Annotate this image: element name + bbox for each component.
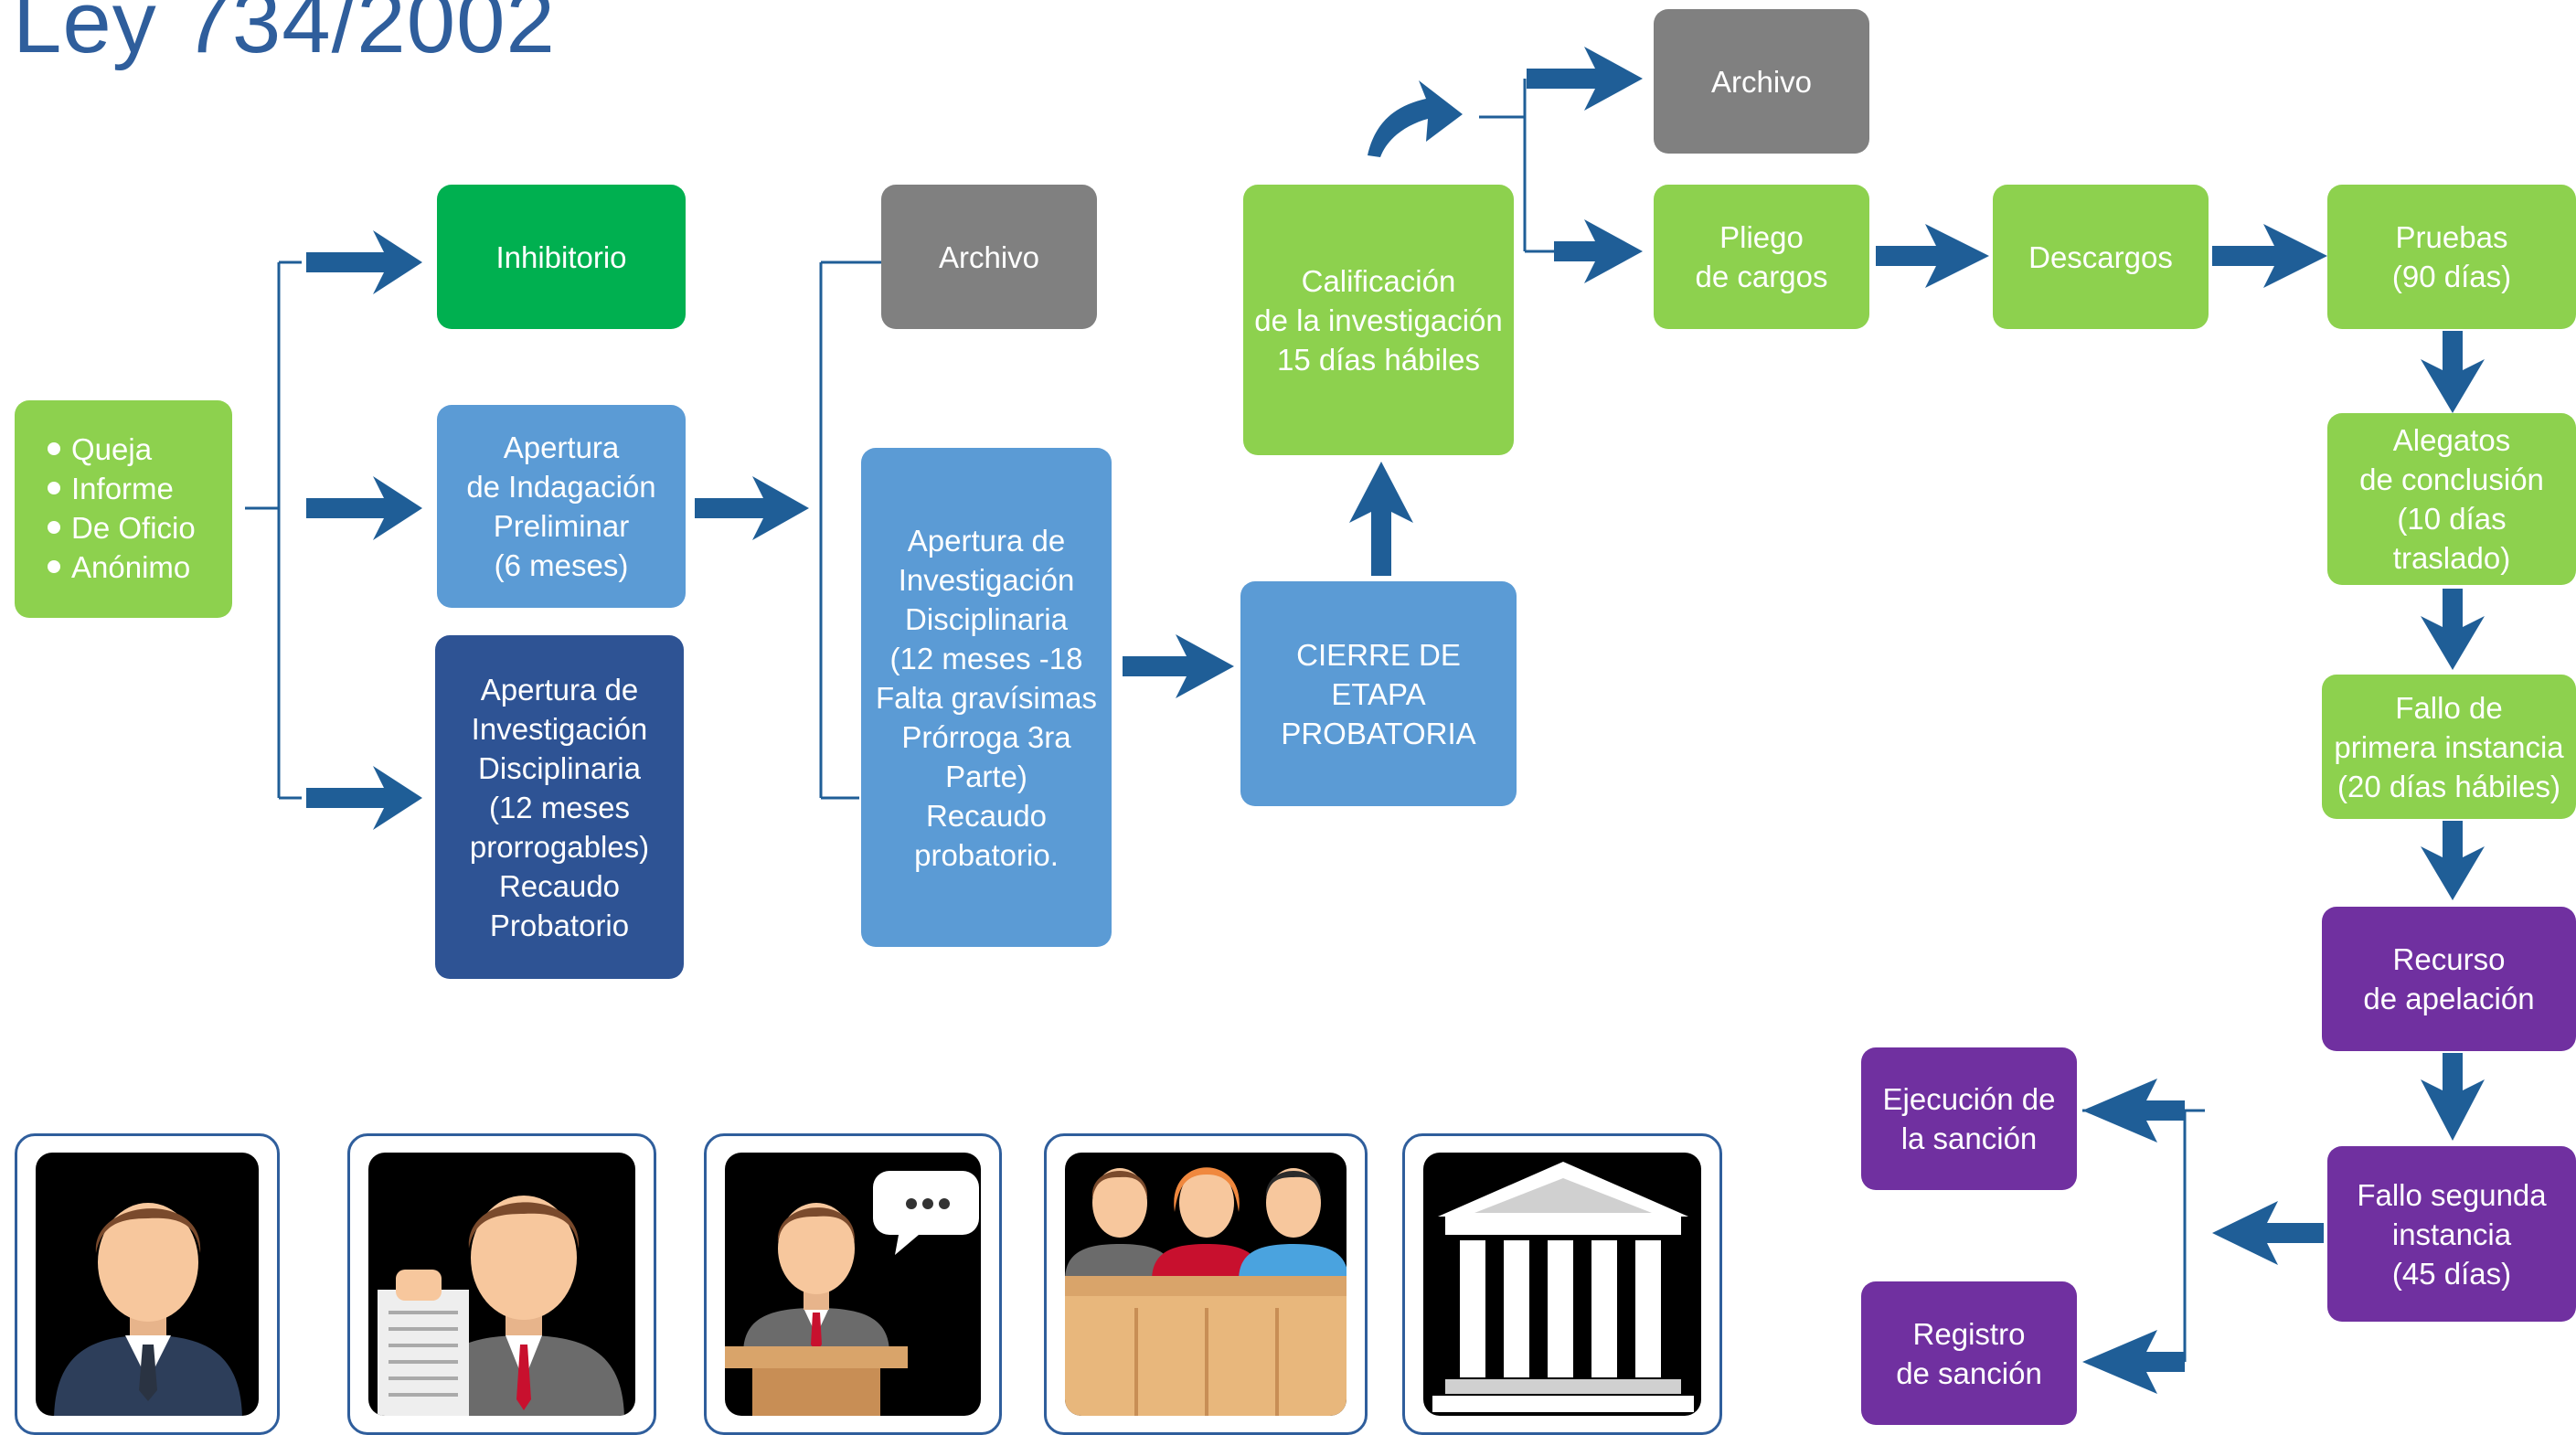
arrow-to-calificacion [1349, 462, 1413, 576]
node-indagacion: Apertura de Indagación Preliminar (6 mes… [437, 405, 686, 608]
node-archivo-2: Archivo [1654, 9, 1869, 154]
curved-arrow [1368, 80, 1463, 157]
jury-icon [1065, 1167, 1347, 1416]
node-investigacion-1: Apertura de Investigación Disciplinaria … [435, 635, 684, 979]
arrow-to-recurso [2421, 821, 2485, 900]
person-document-icon-frame [347, 1133, 656, 1435]
arrow-to-cierre [1123, 634, 1234, 698]
node-alegatos: Alegatos de conclusión (10 días traslado… [2327, 413, 2576, 585]
arrow-to-investigacion-1 [306, 766, 422, 830]
jury-icon-frame [1044, 1133, 1368, 1435]
arrow-to-fallo-primera [2421, 589, 2485, 670]
node-descargos: Descargos [1993, 185, 2209, 329]
node-pruebas: Pruebas (90 días) [2327, 185, 2576, 329]
person-document-icon [378, 1196, 624, 1416]
arrow-to-fallo-segunda [2421, 1053, 2485, 1141]
node-investigacion-2: Apertura de Investigación Disciplinaria … [861, 448, 1112, 947]
arrow-to-archivo-2 [1527, 47, 1643, 111]
arrow-to-descargos [1876, 224, 1989, 288]
courthouse-icon-frame [1402, 1133, 1722, 1435]
courthouse-icon [1432, 1162, 1694, 1412]
source-item: De Oficio [48, 508, 232, 547]
node-cierre: CIERRE DE ETAPA PROBATORIA [1240, 581, 1517, 806]
page-title: Ley 734/2002 [13, 0, 556, 71]
person-icon [54, 1203, 242, 1416]
node-fallo-primera: Fallo de primera instancia (20 días hábi… [2322, 675, 2576, 819]
node-recurso: Recurso de apelación [2322, 907, 2576, 1051]
arrow-to-registro [2082, 1330, 2185, 1394]
arrow-to-ejecucion [2082, 1079, 2185, 1143]
arrow-indagacion-out [695, 476, 809, 540]
node-calificacion: Calificación de la investigación 15 días… [1243, 185, 1514, 455]
source-item: Informe [48, 469, 232, 508]
node-fallo-segunda: Fallo segunda instancia (45 días) [2327, 1146, 2576, 1322]
person-icon-frame [15, 1133, 280, 1435]
arrow-fallo-segunda-out [2212, 1201, 2324, 1265]
arrow-to-alegatos [2421, 331, 2485, 413]
sources-box: Queja Informe De Oficio Anónimo [15, 400, 232, 618]
node-pliego: Pliego de cargos [1654, 185, 1869, 329]
arrow-to-indagacion [306, 476, 422, 540]
arrow-to-pruebas [2212, 224, 2327, 288]
node-inhibitorio: Inhibitorio [437, 185, 686, 329]
source-item: Anónimo [48, 547, 232, 587]
arrow-to-pliego [1554, 219, 1643, 283]
source-item: Queja [48, 430, 232, 469]
speaker-podium-icon [725, 1171, 979, 1416]
node-registro: Registro de sanción [1861, 1281, 2077, 1425]
node-ejecucion: Ejecución de la sanción [1861, 1047, 2077, 1190]
arrow-to-inhibitorio [306, 230, 422, 294]
node-archivo-1: Archivo [881, 185, 1097, 329]
speaker-podium-icon-frame [704, 1133, 1002, 1435]
